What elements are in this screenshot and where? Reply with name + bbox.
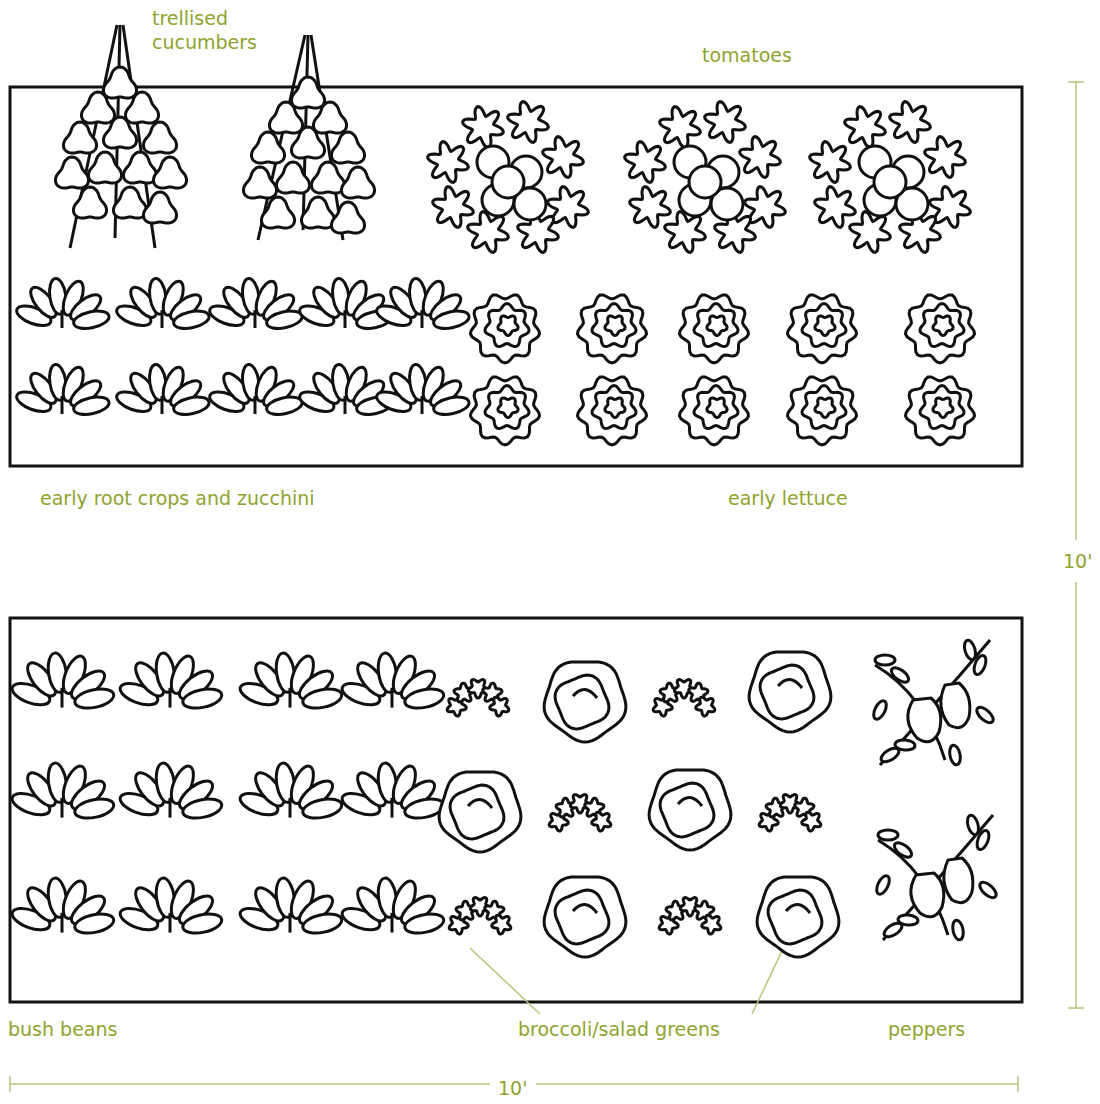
leafy-plant — [237, 762, 343, 821]
trellised-cucumber — [56, 25, 187, 248]
leafy-plant — [9, 652, 115, 711]
leafy-plant — [207, 277, 303, 331]
plant-label: peppers — [888, 1017, 965, 1041]
leafy-plant — [9, 762, 115, 821]
leafy-plant — [9, 877, 115, 936]
cabbage-head — [544, 662, 626, 742]
lettuce-head — [471, 295, 540, 363]
leafy-plant — [117, 877, 223, 936]
tomato-plant — [428, 102, 589, 253]
leafy-plant — [14, 277, 110, 331]
lettuce-head — [471, 377, 540, 445]
leafy-plant — [117, 762, 223, 821]
plant-label: early lettuce — [728, 486, 848, 510]
cabbage-head — [439, 772, 521, 852]
leafy-plant — [237, 652, 343, 711]
pepper-plant — [874, 814, 999, 941]
trellised-cucumber — [244, 35, 375, 240]
broccoli-plant — [658, 898, 721, 936]
lettuce-head — [578, 295, 647, 363]
leafy-plant — [374, 363, 470, 417]
leafy-plant — [114, 363, 210, 417]
leafy-plant — [207, 363, 303, 417]
leafy-plant — [297, 277, 393, 331]
leader-lines — [470, 930, 792, 1014]
leafy-plant — [117, 652, 223, 711]
leafy-plant — [339, 762, 445, 821]
lettuce-head — [680, 295, 749, 363]
leafy-plant — [374, 277, 470, 331]
plant-label: broccoli/salad greens — [518, 1017, 720, 1041]
dimension-lines — [10, 82, 1084, 1092]
top-bed — [10, 87, 1022, 466]
plants — [9, 25, 998, 957]
tomato-plant — [810, 102, 971, 253]
plant-label: tomatoes — [702, 43, 792, 67]
dimension-label: 10' — [1063, 549, 1092, 573]
broccoli-plant — [448, 898, 511, 936]
lettuce-head — [788, 377, 857, 445]
cabbage-head — [544, 877, 626, 957]
broccoli-plant — [758, 795, 821, 833]
lettuce-head — [906, 295, 975, 363]
leafy-plant — [339, 877, 445, 936]
bottom-bed — [10, 618, 1022, 1002]
broccoli-plant — [548, 795, 611, 833]
leafy-plant — [14, 363, 110, 417]
broccoli-plant — [446, 680, 509, 718]
leafy-plant — [297, 363, 393, 417]
plant-label: bush beans — [8, 1017, 117, 1041]
dimension-label: 10' — [498, 1076, 527, 1100]
lettuce-head — [680, 377, 749, 445]
tomato-plant — [625, 102, 786, 253]
plant-label: early root crops and zucchini — [40, 486, 315, 510]
cabbage-head — [749, 652, 831, 732]
cabbage-head — [649, 770, 731, 850]
lettuce-head — [906, 377, 975, 445]
broccoli-plant — [652, 680, 715, 718]
plant-label: trellised cucumbers — [152, 6, 282, 54]
leafy-plant — [339, 652, 445, 711]
leafy-plant — [114, 277, 210, 331]
pepper-plant — [871, 639, 996, 766]
leafy-plant — [237, 877, 343, 936]
lettuce-head — [578, 377, 647, 445]
lettuce-head — [788, 295, 857, 363]
cabbage-head — [757, 877, 839, 957]
